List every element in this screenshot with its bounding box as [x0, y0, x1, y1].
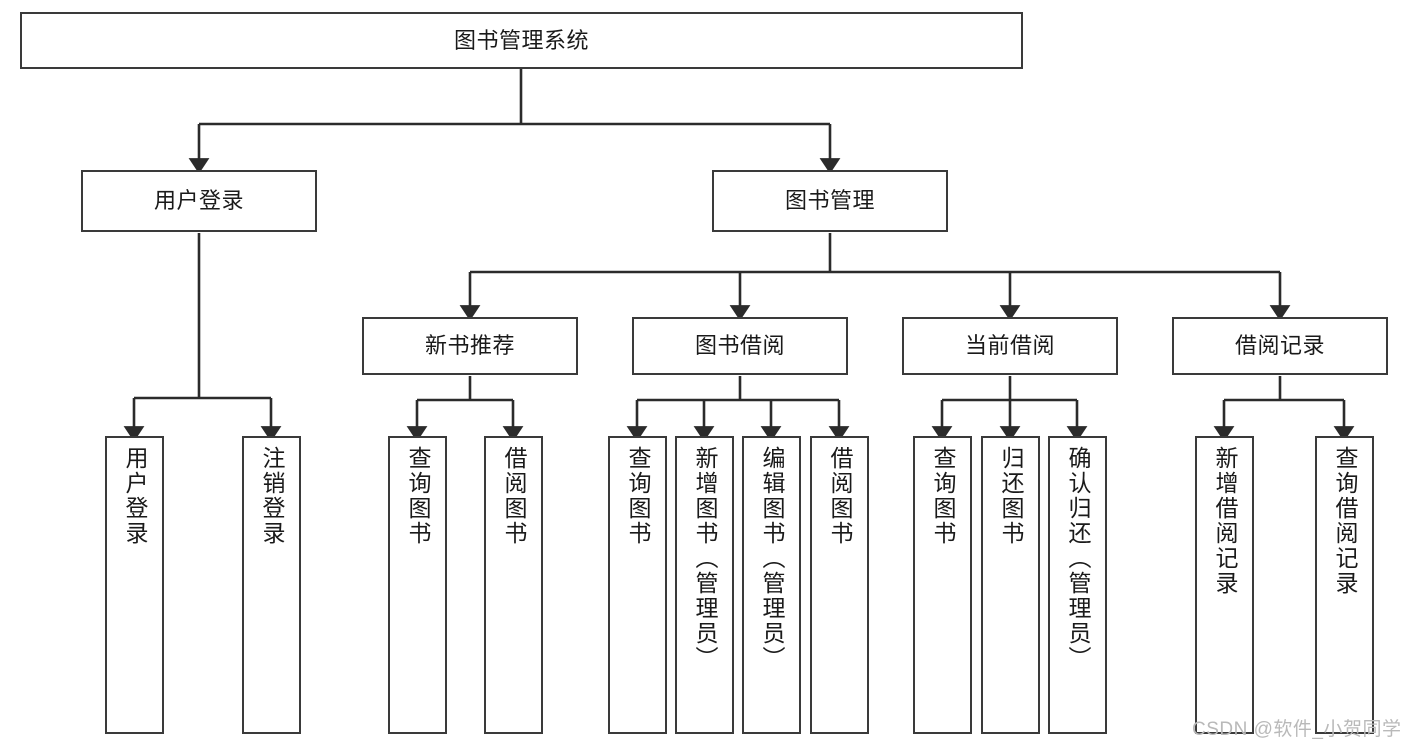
node-book-borrowing[interactable]: 图书借阅 [632, 317, 848, 375]
node-current-borrowing[interactable]: 当前借阅 [902, 317, 1118, 375]
leaf-query-book-1[interactable]: 查询图书 [388, 436, 447, 734]
node-root[interactable]: 图书管理系统 [20, 12, 1023, 69]
leaf-query-book-2-label: 查询图书 [625, 446, 651, 546]
leaf-user-login-label: 用户登录 [122, 446, 148, 546]
leaf-query-book-3-label: 查询图书 [930, 446, 956, 546]
leaf-add-book-label: 新增图书（管理员） [692, 446, 718, 671]
node-book-management[interactable]: 图书管理 [712, 170, 948, 232]
leaf-query-book-3[interactable]: 查询图书 [913, 436, 972, 734]
node-login[interactable]: 用户登录 [81, 170, 317, 232]
node-new-book-recommendation[interactable]: 新书推荐 [362, 317, 578, 375]
node-new-book-recommendation-label: 新书推荐 [424, 333, 515, 359]
leaf-confirm-return[interactable]: 确认归还（管理员） [1048, 436, 1107, 734]
leaf-logout-login-label: 注销登录 [259, 446, 285, 546]
leaf-return-book-label: 归还图书 [998, 446, 1024, 546]
leaf-borrow-book-1-label: 借阅图书 [501, 446, 527, 546]
leaf-query-borrowing-record-label: 查询借阅记录 [1332, 446, 1358, 596]
node-root-label: 图书管理系统 [453, 27, 589, 53]
leaf-confirm-return-label: 确认归还（管理员） [1065, 446, 1091, 671]
node-login-label: 用户登录 [153, 188, 244, 214]
node-borrowing-record[interactable]: 借阅记录 [1172, 317, 1388, 375]
node-current-borrowing-label: 当前借阅 [964, 333, 1055, 359]
node-borrowing-record-label: 借阅记录 [1234, 333, 1325, 359]
leaf-query-borrowing-record[interactable]: 查询借阅记录 [1315, 436, 1374, 734]
leaf-borrow-book-2-label: 借阅图书 [827, 446, 853, 546]
leaf-query-book-2[interactable]: 查询图书 [608, 436, 667, 734]
leaf-query-book-1-label: 查询图书 [405, 446, 431, 546]
leaf-borrow-book-1[interactable]: 借阅图书 [484, 436, 543, 734]
leaf-add-book[interactable]: 新增图书（管理员） [675, 436, 734, 734]
leaf-edit-book-label: 编辑图书（管理员） [759, 446, 785, 671]
leaf-return-book[interactable]: 归还图书 [981, 436, 1040, 734]
leaf-add-borrowing-record[interactable]: 新增借阅记录 [1195, 436, 1254, 734]
leaf-logout-login[interactable]: 注销登录 [242, 436, 301, 734]
node-book-management-label: 图书管理 [784, 188, 875, 214]
node-book-borrowing-label: 图书借阅 [694, 333, 785, 359]
leaf-add-borrowing-record-label: 新增借阅记录 [1212, 446, 1238, 596]
leaf-edit-book[interactable]: 编辑图书（管理员） [742, 436, 801, 734]
leaf-user-login[interactable]: 用户登录 [105, 436, 164, 734]
leaf-borrow-book-2[interactable]: 借阅图书 [810, 436, 869, 734]
